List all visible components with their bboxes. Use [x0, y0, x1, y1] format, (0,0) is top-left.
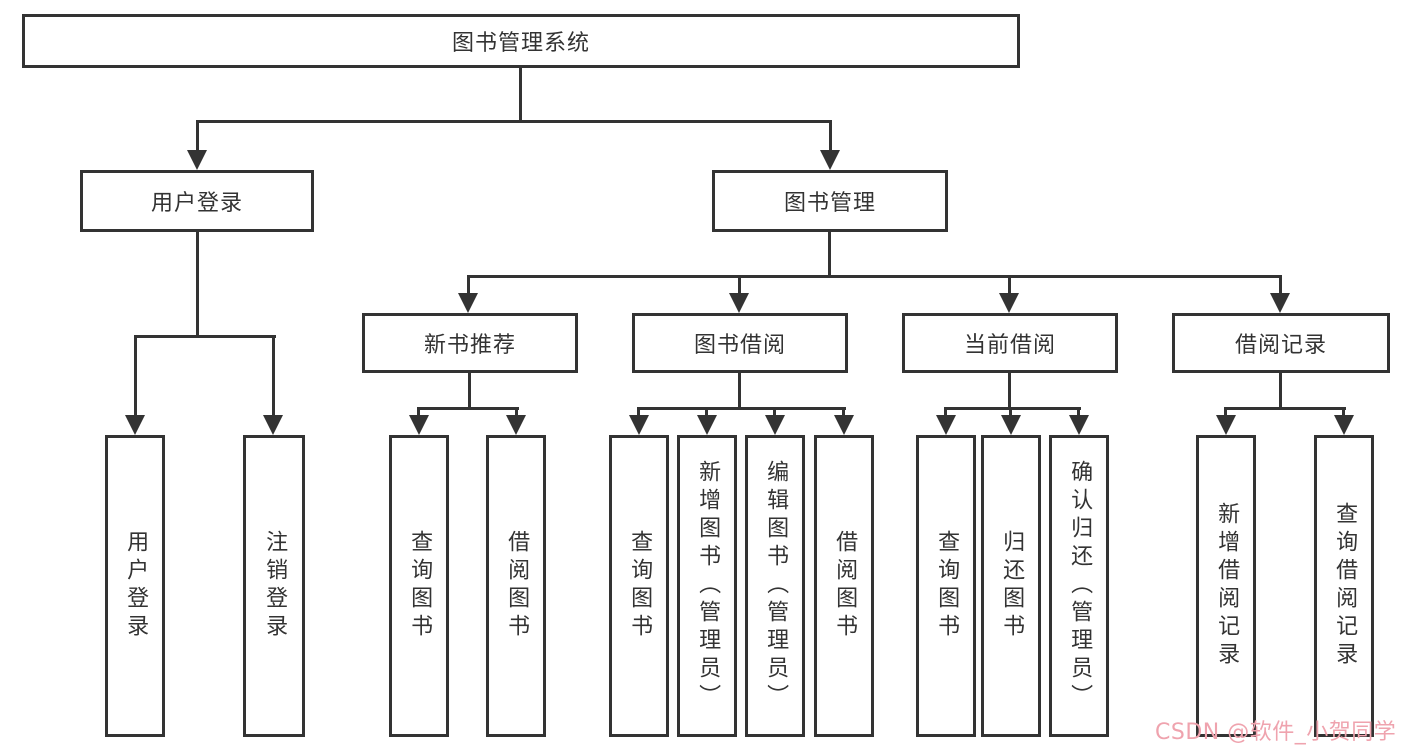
connector-line — [467, 278, 470, 294]
connector-line — [196, 232, 199, 338]
connector-line — [828, 232, 831, 278]
connector-line — [417, 410, 420, 417]
node-label: 新书推荐 — [423, 333, 516, 358]
leaf-query-borrow-record: 查询借阅记录 — [1314, 435, 1374, 737]
arrow-down-icon — [1216, 415, 1236, 435]
node-label: 查询图书 — [407, 530, 433, 642]
node-label: 图书管理系统 — [451, 31, 590, 56]
node-label: 查询图书 — [934, 530, 960, 642]
connector-line — [773, 410, 776, 417]
arrow-down-icon — [729, 293, 749, 313]
leaf-borrow-books-1: 借阅图书 — [486, 435, 546, 737]
arrow-down-icon — [1334, 415, 1354, 435]
arrow-down-icon — [834, 415, 854, 435]
leaf-query-books-3: 查询图书 — [916, 435, 976, 737]
node-label: 注销登录 — [262, 530, 288, 642]
leaf-return-books: 归还图书 — [981, 435, 1041, 737]
connector-line — [738, 278, 741, 294]
leaf-logout: 注销登录 — [243, 435, 305, 737]
connector-line — [1008, 373, 1011, 409]
connector-line — [637, 410, 640, 417]
node-label: 当前借阅 — [963, 333, 1056, 358]
node-label: 用户登录 — [123, 530, 149, 642]
connector-line — [519, 68, 522, 123]
arrow-down-icon — [936, 415, 956, 435]
leaf-borrow-books-2: 借阅图书 — [814, 435, 874, 737]
connector-line — [1224, 410, 1227, 417]
arrow-down-icon — [125, 415, 145, 435]
node-user-login: 用户登录 — [80, 170, 314, 232]
connector-line — [134, 338, 137, 416]
arrow-down-icon — [187, 150, 207, 170]
leaf-user-login: 用户登录 — [105, 435, 165, 737]
connector-line — [417, 407, 519, 410]
connector-line — [468, 373, 471, 409]
connector-line — [1008, 278, 1011, 294]
connector-line — [944, 410, 947, 417]
node-label: 新增图书（管理员） — [695, 460, 721, 712]
connector-line — [1224, 407, 1346, 410]
leaf-add-borrow-record: 新增借阅记录 — [1196, 435, 1256, 737]
connector-line — [829, 123, 832, 153]
connector-line — [1279, 278, 1282, 294]
node-label: 确认归还（管理员） — [1067, 460, 1093, 712]
connector-line — [1009, 410, 1012, 417]
node-label: 新增借阅记录 — [1214, 502, 1240, 670]
connector-line — [134, 335, 276, 338]
arrow-down-icon — [697, 415, 717, 435]
leaf-query-books-1: 查询图书 — [389, 435, 449, 737]
arrow-down-icon — [506, 415, 526, 435]
arrow-down-icon — [765, 415, 785, 435]
node-label: 查询借阅记录 — [1332, 502, 1358, 670]
node-label: 图书管理 — [783, 191, 876, 216]
arrow-down-icon — [458, 293, 478, 313]
node-label: 用户登录 — [150, 191, 243, 216]
leaf-edit-books-admin: 编辑图书（管理员） — [745, 435, 805, 737]
node-book-management-system: 图书管理系统 — [22, 14, 1020, 68]
arrow-down-icon — [820, 150, 840, 170]
node-borrowing-records: 借阅记录 — [1172, 313, 1390, 373]
connector-line — [272, 338, 275, 416]
leaf-confirm-return-admin: 确认归还（管理员） — [1049, 435, 1109, 737]
connector-line — [1279, 373, 1282, 409]
node-label: 查询图书 — [627, 530, 653, 642]
arrow-down-icon — [409, 415, 429, 435]
node-label: 借阅图书 — [832, 530, 858, 642]
node-label: 编辑图书（管理员） — [763, 460, 789, 712]
arrow-down-icon — [999, 293, 1019, 313]
node-label: 借阅图书 — [504, 530, 530, 642]
node-label: 图书借阅 — [693, 333, 786, 358]
arrow-down-icon — [629, 415, 649, 435]
node-book-management: 图书管理 — [712, 170, 948, 232]
arrow-down-icon — [263, 415, 283, 435]
connector-line — [637, 407, 846, 410]
arrow-down-icon — [1270, 293, 1290, 313]
arrow-down-icon — [1069, 415, 1089, 435]
leaf-query-books-2: 查询图书 — [609, 435, 669, 737]
node-label: 借阅记录 — [1234, 333, 1327, 358]
csdn-watermark: CSDN @软件_小贺同学 — [1155, 720, 1397, 745]
arrow-down-icon — [1001, 415, 1021, 435]
connector-line — [944, 407, 1081, 410]
node-new-book-recommendation: 新书推荐 — [362, 313, 578, 373]
connector-line — [196, 120, 832, 123]
node-book-borrowing: 图书借阅 — [632, 313, 848, 373]
node-label: 归还图书 — [999, 530, 1025, 642]
connector-line — [1077, 410, 1080, 417]
connector-line — [705, 410, 708, 417]
connector-line — [1342, 410, 1345, 417]
connector-line — [738, 373, 741, 409]
connector-line — [196, 123, 199, 153]
leaf-add-books-admin: 新增图书（管理员） — [677, 435, 737, 737]
connector-line — [842, 410, 845, 417]
connector-line — [467, 275, 1282, 278]
connector-line — [515, 410, 518, 417]
node-current-borrowing: 当前借阅 — [902, 313, 1118, 373]
